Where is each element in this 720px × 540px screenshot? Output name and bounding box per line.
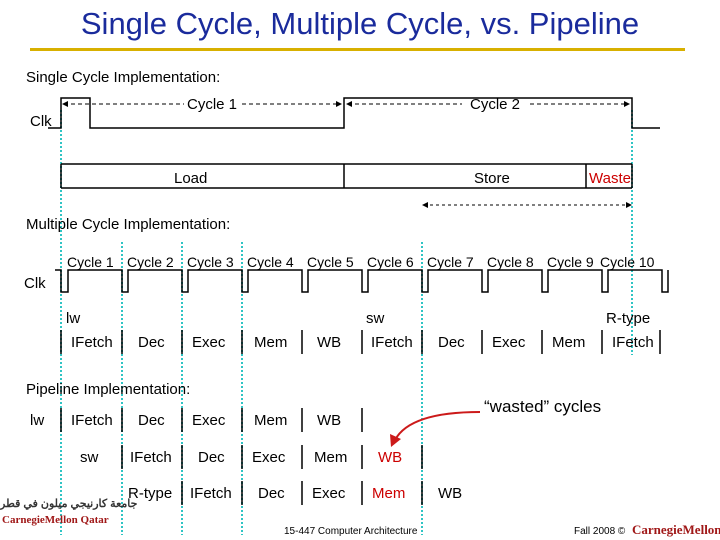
pipe-row-label-rtype: R-type bbox=[128, 485, 173, 502]
single-instr-waste: Waste bbox=[589, 170, 631, 187]
wasted-cycles-arrow bbox=[394, 411, 481, 441]
multi-cycle-label: Cycle 10 bbox=[600, 254, 655, 270]
multi-stage: Dec bbox=[138, 334, 165, 351]
cmu-logo: CarnegieMellon bbox=[632, 522, 720, 537]
single-cycle-heading: Single Cycle Implementation: bbox=[26, 69, 221, 86]
pipe-stage-wasted: WB bbox=[378, 449, 403, 466]
pipe-stage: Exec bbox=[312, 485, 346, 502]
multi-clk-label: Clk bbox=[24, 275, 46, 292]
multi-stage: Exec bbox=[492, 334, 526, 351]
qatar-logo-latin: CarnegieMellon Qatar bbox=[2, 514, 109, 526]
multi-cycle-heading: Multiple Cycle Implementation: bbox=[26, 216, 231, 233]
pipe-stage: Exec bbox=[192, 412, 226, 429]
pipe-stage: Mem bbox=[314, 449, 348, 466]
multi-cycle-label: Cycle 7 bbox=[427, 254, 474, 270]
pipe-row-label-lw: lw bbox=[30, 412, 45, 429]
qatar-logo-arabic: جامعة كارنيجي ميلون في قطر bbox=[0, 498, 138, 510]
single-clk-label: Clk bbox=[30, 113, 52, 130]
multi-cycle-label: Cycle 8 bbox=[487, 254, 534, 270]
arrowhead bbox=[624, 101, 630, 107]
page-title: Single Cycle, Multiple Cycle, vs. Pipeli… bbox=[80, 6, 640, 41]
term-footer: Fall 2008 © bbox=[574, 526, 626, 537]
multi-stage: Exec bbox=[192, 334, 226, 351]
multi-stage: IFetch bbox=[612, 334, 654, 351]
multi-cycle-label: Cycle 1 bbox=[67, 254, 114, 270]
pipe-stage: Dec bbox=[138, 412, 165, 429]
multi-instr-lw: lw bbox=[66, 310, 81, 327]
title-underline bbox=[30, 48, 685, 51]
pipe-stage: WB bbox=[438, 485, 463, 502]
single-cycle-clock bbox=[48, 97, 660, 129]
single-instr-store: Store bbox=[474, 170, 510, 187]
arrowhead bbox=[626, 202, 632, 208]
multi-stage: Mem bbox=[552, 334, 586, 351]
multi-stage: IFetch bbox=[71, 334, 113, 351]
pipe-stage: Exec bbox=[252, 449, 286, 466]
single-cycle-label-2: Cycle 2 bbox=[470, 96, 521, 113]
pipe-row-label-sw: sw bbox=[80, 449, 99, 466]
multi-cycle-clock bbox=[55, 269, 669, 293]
multi-stage: Dec bbox=[438, 334, 465, 351]
wasted-cycles-annotation: “wasted” cycles bbox=[484, 397, 602, 416]
multi-instr-rtype: R-type bbox=[606, 310, 651, 327]
arrowhead bbox=[422, 202, 428, 208]
single-cycle-label-1: Cycle 1 bbox=[187, 96, 238, 113]
pipeline-heading: Pipeline Implementation: bbox=[26, 381, 191, 398]
arrowhead bbox=[62, 101, 68, 107]
pipe-stage: Dec bbox=[258, 485, 285, 502]
pipe-stage-wasted: Mem bbox=[372, 485, 406, 502]
multi-instr-sw: sw bbox=[366, 310, 385, 327]
single-instr-load: Load bbox=[174, 170, 208, 187]
multi-cycle-label: Cycle 6 bbox=[367, 254, 414, 270]
arrowhead bbox=[346, 101, 352, 107]
pipe-stage: Mem bbox=[254, 412, 288, 429]
multi-cycle-label: Cycle 2 bbox=[127, 254, 174, 270]
multi-stage: WB bbox=[317, 334, 342, 351]
multi-cycle-label: Cycle 5 bbox=[307, 254, 354, 270]
pipe-stage: IFetch bbox=[190, 485, 232, 502]
multi-cycle-label: Cycle 9 bbox=[547, 254, 594, 270]
multi-cycle-label: Cycle 3 bbox=[187, 254, 234, 270]
pipe-stage: IFetch bbox=[130, 449, 172, 466]
multi-cycle-label: Cycle 4 bbox=[247, 254, 294, 270]
arrowhead bbox=[336, 101, 342, 107]
pipe-stage: WB bbox=[317, 412, 342, 429]
pipe-stage: IFetch bbox=[71, 412, 113, 429]
multi-stage: Mem bbox=[254, 334, 288, 351]
multi-stage: IFetch bbox=[371, 334, 413, 351]
course-footer: 15-447 Computer Architecture bbox=[284, 526, 418, 537]
wasted-cycles-arrowhead bbox=[390, 434, 401, 447]
pipe-stage: Dec bbox=[198, 449, 225, 466]
